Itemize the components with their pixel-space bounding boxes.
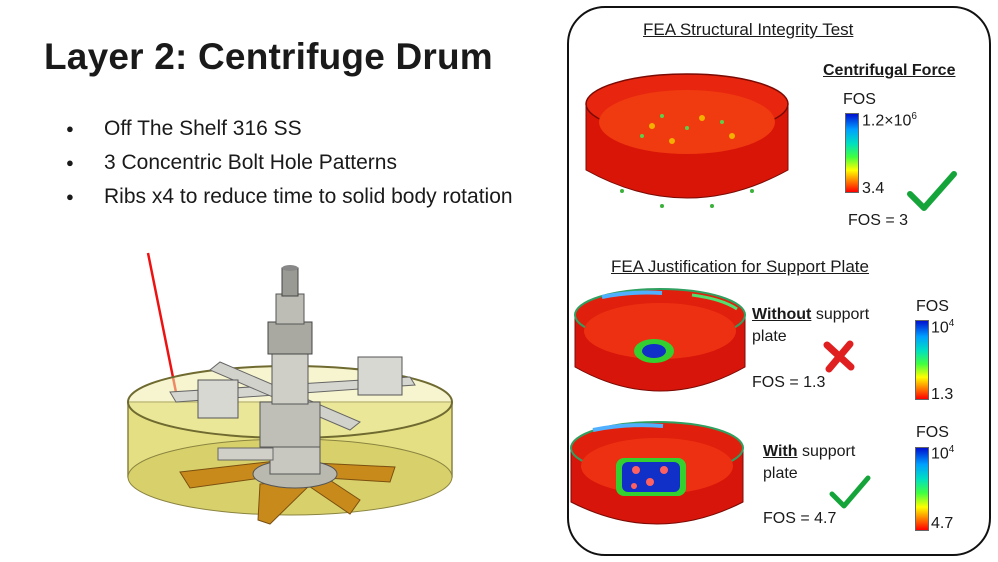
cross-icon xyxy=(823,340,855,373)
fos-max-value: 1.2×106 xyxy=(862,111,917,130)
check-icon xyxy=(907,171,957,211)
with-fos-result: FOS = 4.7 xyxy=(763,510,837,527)
bullet-list: Off The Shelf 316 SS 3 Concentric Bolt H… xyxy=(66,112,516,214)
without-fos-min-value: 1.3 xyxy=(931,386,954,403)
fea-panel xyxy=(567,6,991,556)
fos-min-value: 3.4 xyxy=(862,180,885,197)
fos-label: FOS xyxy=(843,91,876,108)
without-fos-result: FOS = 1.3 xyxy=(752,374,826,391)
with-fos-min-value: 4.7 xyxy=(931,515,954,532)
without-fos-label: FOS xyxy=(916,298,949,315)
without-plate-label-line2: plate xyxy=(752,328,787,345)
with-fos-label: FOS xyxy=(916,424,949,441)
centrifuge-drum-cad-image xyxy=(127,265,453,525)
without-plate-label: Without support xyxy=(752,306,870,323)
bullet-item: Ribs x4 to reduce time to solid body rot… xyxy=(66,180,516,214)
bullet-item: Off The Shelf 316 SS xyxy=(66,112,516,146)
centrifugal-force-label: Centrifugal Force xyxy=(823,62,956,79)
check-icon xyxy=(829,475,871,509)
slide-title: Layer 2: Centrifuge Drum xyxy=(44,36,493,77)
without-plate-fea-image xyxy=(574,288,746,392)
with-fos-max-value: 104 xyxy=(931,444,955,463)
with-plate-label: With support xyxy=(763,443,856,460)
fos-color-scale xyxy=(845,113,859,193)
bullet-item: 3 Concentric Bolt Hole Patterns xyxy=(66,146,516,180)
integrity-test-title: FEA Structural Integrity Test xyxy=(643,20,854,39)
without-fos-color-scale xyxy=(915,320,929,400)
with-plate-fea-image xyxy=(570,421,744,525)
justification-title: FEA Justification for Support Plate xyxy=(611,257,869,276)
centrifugal-fea-image xyxy=(585,73,789,208)
with-fos-color-scale xyxy=(915,447,929,531)
fos-result: FOS = 3 xyxy=(848,212,909,229)
with-plate-label-line2: plate xyxy=(763,465,798,482)
without-fos-max-value: 104 xyxy=(931,318,955,337)
